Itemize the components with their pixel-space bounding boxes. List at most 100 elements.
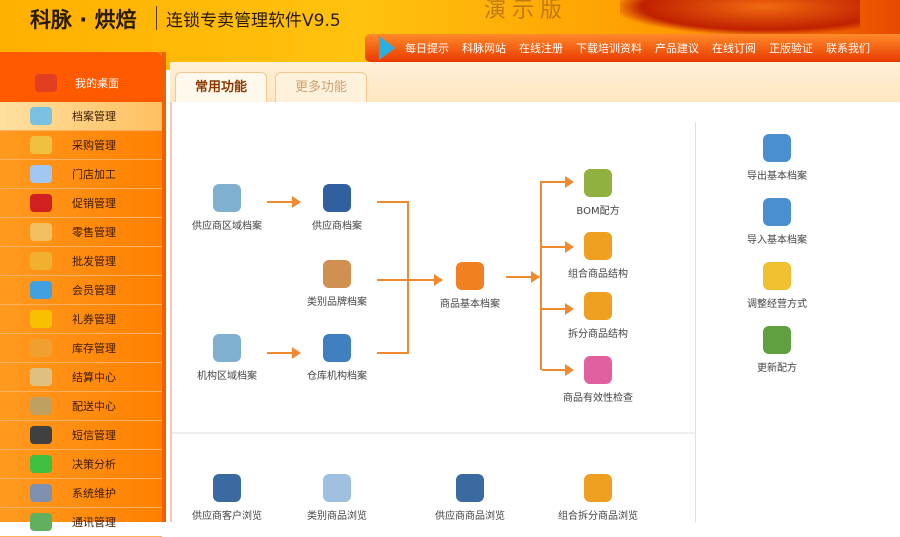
boxes-icon [584, 232, 612, 260]
supplier-region-archive[interactable]: 供应商区域档案 [177, 184, 277, 232]
archive-action[interactable]: 更新配方 [727, 326, 827, 374]
warehouse-org-archive[interactable]: 仓库机构档案 [287, 334, 387, 382]
app-logo: 科脉 · 烘焙 [30, 8, 137, 32]
arrow [267, 196, 301, 208]
sidebar-item-label: 礼券管理 [72, 313, 116, 326]
sidebar-item[interactable]: 门店加工 [0, 160, 162, 189]
module-icon [30, 368, 52, 386]
magnifier-icon [213, 474, 241, 502]
sidebar-item-label: 库存管理 [72, 342, 116, 355]
tab-more-functions[interactable]: 更多功能 [275, 72, 367, 102]
browse-action[interactable]: 类别商品浏览 [287, 474, 387, 522]
sidebar-item-label: 档案管理 [72, 110, 116, 123]
archive-action[interactable]: 导入基本档案 [727, 198, 827, 246]
nav-link[interactable]: 在线注册 [519, 42, 563, 55]
nav-link[interactable]: 产品建议 [655, 42, 699, 55]
node-label: 组合拆分商品浏览 [558, 511, 638, 522]
arrow [542, 303, 574, 315]
node-label: 供应商商品浏览 [435, 511, 505, 522]
product-basic-archive[interactable]: 商品基本档案 [420, 262, 520, 310]
main-panel: 供应商区域档案 供应商档案 类别品牌档案 机构区域档案 仓库机构档案 商品基本档… [170, 102, 900, 522]
sidebar-item[interactable]: 系统维护 [0, 479, 162, 508]
node-label: 导入基本档案 [747, 235, 807, 246]
connector [377, 279, 409, 281]
module-icon [30, 310, 52, 328]
boxes-icon [584, 292, 612, 320]
arrow [542, 241, 574, 253]
connector [377, 352, 409, 354]
sidebar-item[interactable]: 礼券管理 [0, 305, 162, 334]
browse-action[interactable]: 供应商客户浏览 [177, 474, 277, 522]
tab-bar: 常用功能 更多功能 [170, 62, 900, 102]
nav-link[interactable]: 联系我们 [826, 42, 870, 55]
node-label: 组合商品结构 [568, 269, 628, 280]
module-icon [30, 136, 52, 154]
sidebar-item[interactable]: 决策分析 [0, 450, 162, 479]
supplier-archive[interactable]: 供应商档案 [287, 184, 387, 232]
arrow [267, 347, 301, 359]
arrow [409, 274, 443, 286]
node-label: 机构区域档案 [197, 371, 257, 382]
module-icon [30, 455, 52, 473]
browse-action[interactable]: 供应商商品浏览 [420, 474, 520, 522]
archive-icon [763, 198, 791, 226]
org-region-archive[interactable]: 机构区域档案 [177, 334, 277, 382]
node-label: 仓库机构档案 [307, 371, 367, 382]
browse-action[interactable]: 组合拆分商品浏览 [548, 474, 648, 522]
home-icon [35, 74, 57, 92]
sidebar-item[interactable]: 结算中心 [0, 363, 162, 392]
node-label: 调整经营方式 [747, 299, 807, 310]
node-label: 拆分商品结构 [568, 329, 628, 340]
tab-common-functions[interactable]: 常用功能 [175, 72, 267, 102]
archive-action[interactable]: 调整经营方式 [727, 262, 827, 310]
product-validity-check[interactable]: 商品有效性检查 [548, 356, 648, 404]
sidebar-item[interactable]: 促销管理 [0, 189, 162, 218]
nav-link[interactable]: 下载培训资料 [576, 42, 642, 55]
sidebar-item-label: 会员管理 [72, 284, 116, 297]
app-title: 连锁专卖管理软件V9.5 [166, 11, 341, 31]
combo-product-structure[interactable]: 组合商品结构 [548, 232, 648, 280]
node-label: 类别品牌档案 [307, 297, 367, 308]
sidebar-item[interactable]: 配送中心 [0, 392, 162, 421]
divider [172, 432, 695, 434]
sidebar-item[interactable]: 批发管理 [0, 247, 162, 276]
module-icon [30, 223, 52, 241]
nav-link[interactable]: 正版验证 [769, 42, 813, 55]
sidebar-item-label: 门店加工 [72, 168, 116, 181]
module-icon [30, 339, 52, 357]
module-icon [30, 426, 52, 444]
cake-icon [584, 169, 612, 197]
sidebar-item-label: 结算中心 [72, 371, 116, 384]
sidebar-item-label: 决策分析 [72, 458, 116, 471]
demo-watermark: 演示版 [484, 0, 569, 23]
category-brand-archive[interactable]: 类别品牌档案 [287, 260, 387, 308]
divider [695, 122, 696, 522]
globe-icon [213, 184, 241, 212]
connector [377, 201, 409, 203]
sidebar-item-desktop[interactable]: 我的桌面 [0, 52, 162, 102]
sidebar-item-label: 批发管理 [72, 255, 116, 268]
sidebar-item-label: 零售管理 [72, 226, 116, 239]
sidebar-item[interactable]: 通讯管理 [0, 508, 162, 537]
sidebar-item[interactable]: 零售管理 [0, 218, 162, 247]
module-icon [30, 397, 52, 415]
nav-link[interactable]: 每日提示 [405, 42, 449, 55]
sidebar-item-label: 采购管理 [72, 139, 116, 152]
module-icon [30, 252, 52, 270]
archive-action[interactable]: 导出基本档案 [727, 134, 827, 182]
node-label: 供应商档案 [312, 221, 362, 232]
sidebar-item-label: 我的桌面 [75, 77, 119, 90]
nav-link[interactable]: 科脉网站 [462, 42, 506, 55]
sidebar-item[interactable]: 档案管理 [0, 102, 162, 131]
split-product-structure[interactable]: 拆分商品结构 [548, 292, 648, 340]
archive-icon [763, 134, 791, 162]
sidebar-item[interactable]: 库存管理 [0, 334, 162, 363]
connector [540, 181, 542, 370]
sidebar-item[interactable]: 短信管理 [0, 421, 162, 450]
node-label: 商品有效性检查 [563, 393, 633, 404]
nav-link[interactable]: 在线订阅 [712, 42, 756, 55]
module-icon [30, 281, 52, 299]
sidebar-item[interactable]: 采购管理 [0, 131, 162, 160]
sidebar-item[interactable]: 会员管理 [0, 276, 162, 305]
bom-recipe[interactable]: BOM配方 [548, 169, 648, 217]
